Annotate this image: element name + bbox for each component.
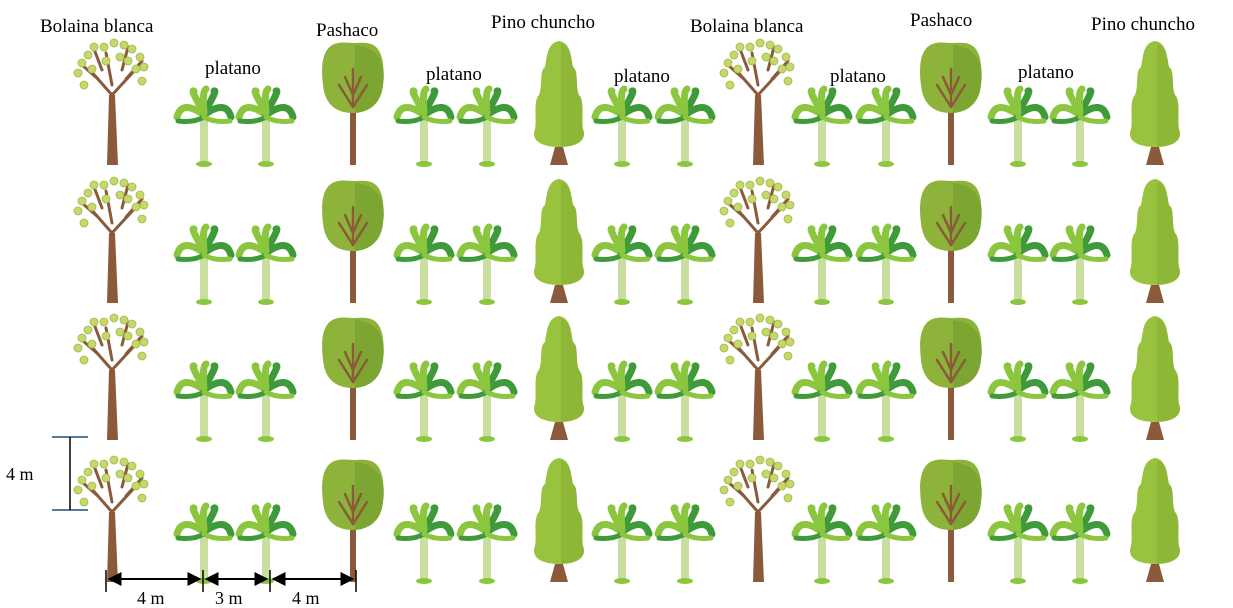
label-platano-5: platano — [1018, 62, 1074, 83]
banana-plant — [177, 89, 231, 167]
banana-plant — [991, 227, 1045, 305]
banana-plant — [859, 364, 913, 442]
label-pashaco-1: Pashaco — [316, 20, 378, 41]
label-pashaco-2: Pashaco — [910, 10, 972, 31]
bolaina-plant — [74, 314, 148, 440]
banana-plant — [859, 506, 913, 584]
banana-plant — [460, 364, 514, 442]
pashaco-plant — [920, 460, 982, 582]
pino-plant — [534, 316, 584, 440]
banana-plant — [658, 364, 712, 442]
pino-plant — [1130, 179, 1180, 303]
bolaina-plant — [720, 39, 794, 165]
species-labels: Bolaina blanca platano Pashaco platano P… — [40, 10, 1195, 87]
label-platano-1: platano — [205, 58, 261, 79]
banana-plant — [658, 506, 712, 584]
banana-plant — [795, 364, 849, 442]
pashaco-plant — [920, 318, 982, 440]
pashaco-plant — [920, 181, 982, 303]
spacing-label-1: 4 m — [137, 588, 165, 608]
pino-plant — [534, 458, 584, 582]
banana-plant — [595, 89, 649, 167]
banana-plant — [397, 89, 451, 167]
bolaina-plant — [720, 314, 794, 440]
row-spacing-label: 4 m — [6, 464, 34, 484]
label-platano-4: platano — [830, 66, 886, 87]
label-platano-3: platano — [614, 66, 670, 87]
banana-plant — [239, 89, 293, 167]
pashaco-plant — [322, 460, 384, 582]
banana-plant — [595, 364, 649, 442]
banana-plant — [1053, 506, 1107, 584]
banana-plant — [397, 506, 451, 584]
label-pino-2: Pino chuncho — [1091, 14, 1195, 35]
banana-plant — [595, 227, 649, 305]
banana-plant — [991, 364, 1045, 442]
bolaina-plant — [74, 456, 148, 582]
banana-plant — [239, 364, 293, 442]
label-platano-2: platano — [426, 64, 482, 85]
banana-plant — [795, 506, 849, 584]
pino-plant — [1130, 458, 1180, 582]
plant-grid — [74, 39, 1180, 584]
banana-plant — [460, 506, 514, 584]
banana-plant — [177, 364, 231, 442]
banana-plant — [1053, 364, 1107, 442]
banana-plant — [795, 89, 849, 167]
banana-plant — [658, 227, 712, 305]
pashaco-plant — [322, 318, 384, 440]
banana-plant — [1053, 89, 1107, 167]
bolaina-plant — [720, 177, 794, 303]
banana-plant — [859, 227, 913, 305]
bolaina-plant — [74, 39, 148, 165]
banana-plant — [658, 89, 712, 167]
banana-plant — [397, 227, 451, 305]
label-bolaina-1: Bolaina blanca — [40, 16, 154, 37]
banana-plant — [1053, 227, 1107, 305]
bolaina-plant — [74, 177, 148, 303]
pashaco-plant — [322, 43, 384, 165]
pashaco-plant — [322, 181, 384, 303]
banana-plant — [460, 89, 514, 167]
banana-plant — [795, 227, 849, 305]
spacing-label-2: 3 m — [215, 588, 243, 608]
banana-plant — [991, 89, 1045, 167]
pino-plant — [1130, 316, 1180, 440]
banana-plant — [991, 506, 1045, 584]
banana-plant — [177, 506, 231, 584]
pino-plant — [1130, 41, 1180, 165]
spacing-label-3: 4 m — [292, 588, 320, 608]
banana-plant — [239, 227, 293, 305]
bolaina-plant — [720, 456, 794, 582]
banana-plant — [859, 89, 913, 167]
pashaco-plant — [920, 43, 982, 165]
banana-plant — [595, 506, 649, 584]
banana-plant — [397, 364, 451, 442]
label-bolaina-2: Bolaina blanca — [690, 16, 804, 37]
banana-plant — [239, 506, 293, 584]
label-pino-1: Pino chuncho — [491, 12, 595, 33]
pino-plant — [534, 41, 584, 165]
pino-plant — [534, 179, 584, 303]
banana-plant — [460, 227, 514, 305]
banana-plant — [177, 227, 231, 305]
